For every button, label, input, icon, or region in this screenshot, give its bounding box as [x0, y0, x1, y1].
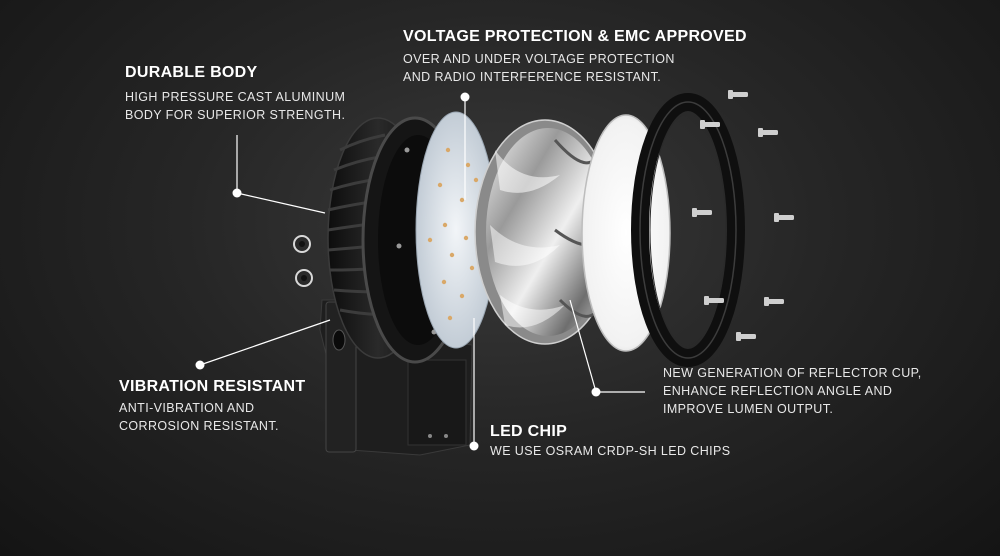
callout-description: NEW GENERATION OF REFLECTOR CUP, ENHANCE… — [663, 364, 922, 418]
callout-description: HIGH PRESSURE CAST ALUMINUM BODY FOR SUP… — [125, 88, 345, 124]
bezel-screws — [692, 90, 794, 341]
screw-icon — [728, 90, 748, 99]
callout-title: VIBRATION RESISTANT — [119, 378, 306, 395]
callout-line: IMPROVE LUMEN OUTPUT. — [663, 402, 834, 416]
callout-description: ANTI-VIBRATION AND CORROSION RESISTANT. — [119, 399, 305, 435]
callout-voltage-protection: VOLTAGE PROTECTION & EMC APPROVED OVER A… — [403, 28, 747, 86]
callout-line: ENHANCE REFLECTION ANGLE AND — [663, 384, 893, 398]
callout-title: VOLTAGE PROTECTION & EMC APPROVED — [403, 28, 747, 45]
bezel-ring — [631, 93, 745, 367]
screw-icon — [758, 128, 778, 137]
bracket-bolts — [293, 235, 313, 287]
leader-lines — [199, 97, 645, 446]
callout-vibration-resistant: VIBRATION RESISTANT ANTI-VIBRATION AND C… — [119, 378, 305, 435]
callout-line: NEW GENERATION OF REFLECTOR CUP, — [663, 366, 922, 380]
callout-line: BODY FOR SUPERIOR STRENGTH. — [125, 108, 346, 122]
callout-title: DURABLE BODY — [125, 64, 258, 81]
screw-icon — [764, 297, 784, 306]
callout-title: LED CHIP — [490, 423, 568, 440]
callout-line: CORROSION RESISTANT. — [119, 419, 279, 433]
led-chips — [427, 147, 481, 321]
callout-description: OVER AND UNDER VOLTAGE PROTECTION AND RA… — [403, 50, 747, 86]
callout-durable-body: DURABLE BODY HIGH PRESSURE CAST ALUMINUM… — [125, 64, 345, 124]
callout-description: WE USE OSRAM CRDP-SH LED CHIPS — [490, 442, 731, 460]
callout-line: HIGH PRESSURE CAST ALUMINUM — [125, 90, 346, 104]
screw-icon — [700, 120, 720, 129]
callout-reflector-cup: NEW GENERATION OF REFLECTOR CUP, ENHANCE… — [663, 364, 922, 418]
callout-line: WE USE OSRAM CRDP-SH LED CHIPS — [490, 444, 731, 458]
reflector-cup — [474, 119, 616, 345]
bolt-icon — [295, 269, 313, 287]
callout-line: OVER AND UNDER VOLTAGE PROTECTION — [403, 52, 675, 66]
bolt-icon — [293, 235, 311, 253]
screw-icon — [736, 332, 756, 341]
callout-line: ANTI-VIBRATION AND — [119, 401, 255, 415]
callout-line: AND RADIO INTERFERENCE RESISTANT. — [403, 70, 662, 84]
screw-icon — [704, 296, 724, 305]
leader-dots — [195, 92, 601, 451]
screw-icon — [774, 213, 794, 222]
callout-led-chip: LED CHIP WE USE OSRAM CRDP-SH LED CHIPS — [490, 423, 731, 460]
screw-icon — [692, 208, 712, 217]
